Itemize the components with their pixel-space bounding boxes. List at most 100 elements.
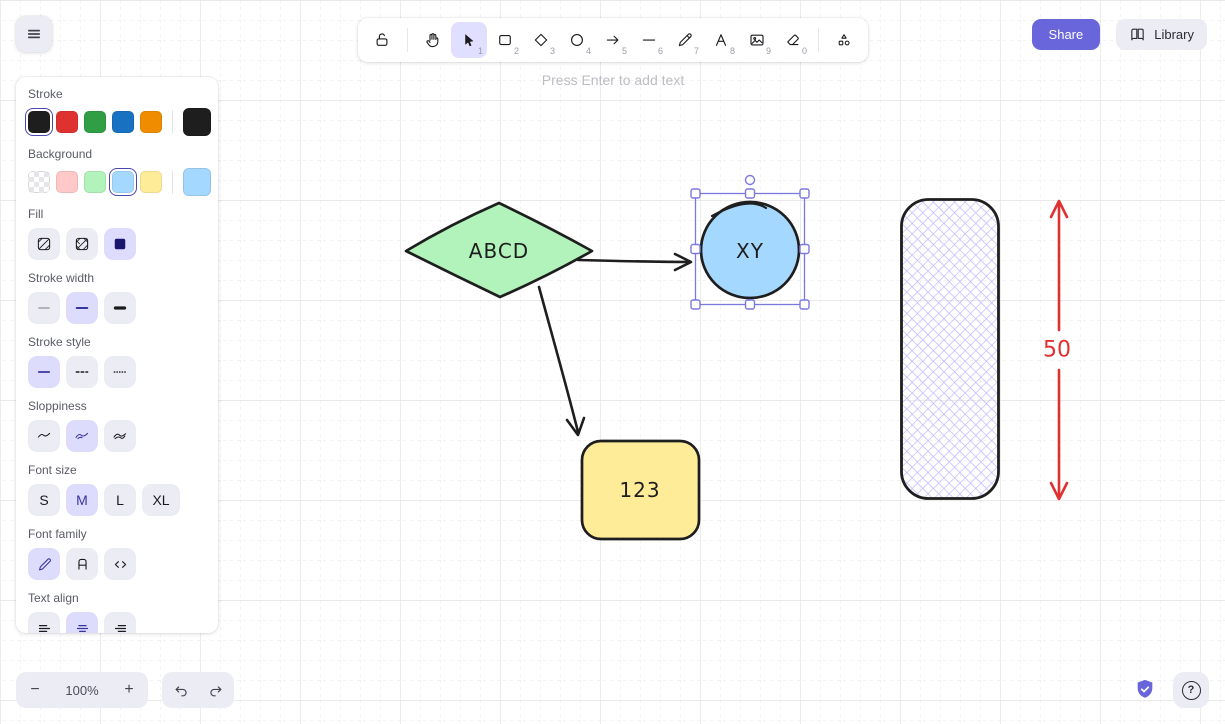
stroke-style-dotted-button[interactable] [104, 356, 136, 388]
tool-lock[interactable] [364, 22, 400, 58]
fill-crosshatch-button[interactable] [66, 228, 98, 260]
extrabold-line-icon [113, 306, 127, 310]
stroke-color-red[interactable] [56, 111, 78, 133]
bg-color-blue[interactable] [109, 168, 137, 196]
library-button[interactable]: Library [1116, 19, 1207, 50]
bg-current-color[interactable] [183, 168, 211, 196]
crosshatch-icon [75, 237, 89, 251]
text-align-section: Text align [28, 591, 206, 633]
hamburger-menu-button[interactable] [16, 16, 52, 52]
font-size-xl-button[interactable]: XL [142, 484, 180, 516]
cartoonist-icon [113, 433, 127, 440]
code-font-icon [114, 560, 126, 568]
stroke-color-black[interactable] [25, 108, 53, 136]
artist-icon [75, 432, 89, 440]
tool-ellipse[interactable]: 4 [559, 22, 595, 58]
encryption-badge[interactable] [1134, 678, 1156, 702]
stroke-width-thin-button[interactable] [28, 292, 60, 324]
stroke-current-color[interactable] [183, 108, 211, 136]
tool-text[interactable]: 8 [703, 22, 739, 58]
font-family-handdrawn-button[interactable] [28, 548, 60, 580]
tool-arrow[interactable]: 5 [595, 22, 631, 58]
tool-diamond[interactable]: 3 [523, 22, 559, 58]
shape-rectangle[interactable]: 123 [580, 439, 701, 541]
tool-line[interactable]: 6 [631, 22, 667, 58]
help-button[interactable]: ? [1173, 672, 1209, 708]
text-align-right-button[interactable] [104, 612, 136, 633]
tool-hand[interactable] [415, 22, 451, 58]
sloppiness-label: Sloppiness [28, 399, 87, 413]
swatch-divider [172, 110, 173, 134]
tool-eraser[interactable]: 0 [775, 22, 811, 58]
image-icon [750, 34, 764, 46]
library-label: Library [1154, 27, 1194, 42]
sloppiness-architect-button[interactable] [28, 420, 60, 452]
tool-more-tools[interactable] [826, 22, 862, 58]
ellipse-icon [571, 34, 583, 46]
solid-fill-icon [114, 238, 126, 250]
shape-diamond[interactable]: ABCD [404, 201, 594, 299]
font-size-l-button[interactable]: L [104, 484, 136, 516]
arrow-diamond-to-rectangle[interactable] [537, 285, 586, 437]
font-size-m-button[interactable]: M [66, 484, 98, 516]
font-size-s-button[interactable]: S [28, 484, 60, 516]
tool-rectangle[interactable]: 2 [487, 22, 523, 58]
background-label: Background [28, 147, 93, 161]
tool-image[interactable]: 9 [739, 22, 775, 58]
history-controls [162, 672, 234, 708]
hachure-icon [37, 237, 51, 251]
stroke-color-blue[interactable] [112, 111, 134, 133]
fill-hachure-button[interactable] [28, 228, 60, 260]
background-section: Background [28, 147, 211, 196]
resize-handles[interactable] [690, 188, 810, 310]
press-enter-hint: Press Enter to add text [541, 72, 685, 88]
eraser-icon [787, 34, 799, 46]
font-family-code-button[interactable] [104, 548, 136, 580]
tool-selection[interactable]: 1 [451, 22, 487, 58]
stroke-width-extrabold-button[interactable] [104, 292, 136, 324]
text-align-left-button[interactable] [28, 612, 60, 633]
redo-button[interactable] [198, 672, 232, 708]
undo-button[interactable] [164, 672, 198, 708]
measure-arrow[interactable] [1049, 199, 1069, 501]
bg-color-transparent[interactable] [28, 171, 50, 193]
rectangle-label[interactable]: 123 [619, 478, 660, 502]
font-family-normal-button[interactable] [66, 548, 98, 580]
shape-ellipse[interactable]: XY [699, 200, 801, 300]
bg-color-pink[interactable] [56, 171, 78, 193]
bg-color-yellow[interactable] [140, 171, 162, 193]
line-icon [642, 39, 656, 41]
font-size-label: Font size [28, 463, 77, 477]
shape-hatched-rectangle[interactable] [900, 198, 1000, 500]
diamond-icon [534, 33, 548, 47]
sloppiness-artist-button[interactable] [66, 420, 98, 452]
stroke-style-section: Stroke style [28, 335, 206, 388]
sloppiness-section: Sloppiness [28, 399, 206, 452]
question-icon: ? [1181, 680, 1201, 700]
selection-box[interactable] [690, 174, 810, 310]
toolbar-divider [818, 28, 819, 52]
bg-color-green[interactable] [84, 171, 106, 193]
text-align-center-button[interactable] [66, 612, 98, 633]
rotate-handle[interactable] [744, 174, 756, 186]
stroke-section: Stroke [25, 87, 211, 136]
fill-solid-button[interactable] [104, 228, 136, 260]
arrow-diamond-to-circle[interactable] [576, 252, 693, 272]
tool-draw[interactable]: 7 [667, 22, 703, 58]
stroke-style-solid-button[interactable] [28, 356, 60, 388]
zoom-out-button[interactable]: − [16, 672, 54, 708]
share-button[interactable]: Share [1031, 19, 1101, 50]
ellipse-label[interactable]: XY [736, 239, 764, 263]
hamburger-icon [27, 29, 41, 39]
stroke-color-orange[interactable] [140, 111, 162, 133]
measure-label[interactable]: 50 [1043, 338, 1071, 363]
stroke-width-bold-button[interactable] [66, 292, 98, 324]
sloppiness-cartoonist-button[interactable] [104, 420, 136, 452]
stroke-color-green[interactable] [84, 111, 106, 133]
fill-label: Fill [28, 207, 44, 221]
stroke-width-section: Stroke width [28, 271, 206, 324]
diamond-label[interactable]: ABCD [469, 239, 529, 263]
zoom-level[interactable]: 100% [65, 682, 99, 698]
stroke-style-dashed-button[interactable] [66, 356, 98, 388]
zoom-in-button[interactable]: + [110, 672, 148, 708]
